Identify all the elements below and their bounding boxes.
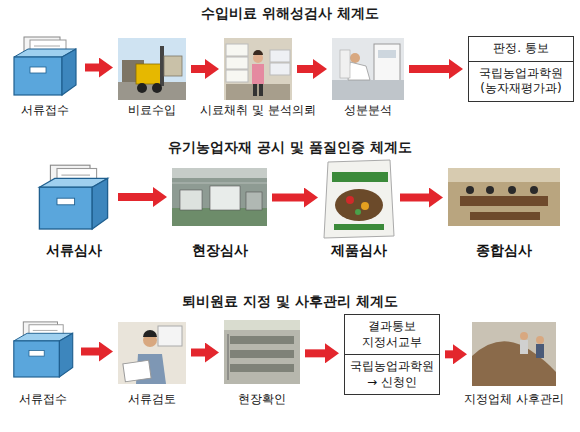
site-photo	[172, 168, 267, 226]
step-caption: 서류검토	[126, 392, 178, 406]
flow-arrow	[297, 65, 313, 73]
box-body: 국립농업과학원 → 신청인	[349, 359, 435, 390]
step-caption: 시료채취 및 분석의뢰	[198, 103, 318, 117]
step-caption: 서류접수	[17, 392, 69, 406]
step-caption: 비료수입	[126, 103, 178, 117]
process-step: 서류접수	[10, 35, 80, 97]
process-step: 현장확인	[224, 320, 300, 384]
process-step: 현장심사	[172, 168, 267, 226]
flow-arrow	[272, 194, 304, 202]
product-bag	[324, 160, 394, 238]
box-heading: 판정. 통보	[469, 41, 573, 62]
section-title: 퇴비원료 지정 및 사후관리 체계도	[0, 293, 580, 310]
flow-arrow	[191, 349, 205, 357]
step-caption: 종합심사	[474, 242, 534, 259]
flow-arrow	[85, 64, 99, 72]
analysis-photo	[332, 38, 404, 100]
step-caption: 제품심사	[329, 242, 389, 259]
step-caption: 성분분석	[342, 103, 394, 117]
process-step: 서류심사	[35, 163, 113, 231]
folder-icon	[14, 37, 76, 95]
process-box: 판정. 통보국립농업과학원 (농자재평가과)	[468, 36, 574, 102]
import-photo	[118, 38, 186, 100]
process-box: 결과통보 지정서교부국립농업과학원 → 신청인	[344, 314, 440, 395]
flow-arrow	[409, 65, 449, 73]
meeting-photo	[448, 168, 560, 226]
step-caption: 지정업체 사후관리	[462, 392, 566, 406]
section-title: 수입비료 위해성검사 체계도	[0, 5, 580, 22]
process-step: 서류검토	[118, 322, 186, 384]
flow-arrow	[305, 349, 325, 357]
step-caption: 현장확인	[236, 392, 288, 406]
flow-arrow	[445, 350, 453, 358]
box-heading: 결과통보 지정서교부	[345, 319, 439, 355]
step-caption: 서류심사	[44, 242, 104, 259]
box-body: 국립농업과학원 (농자재평가과)	[473, 66, 569, 97]
process-step: 서류접수	[10, 320, 76, 380]
process-step: 제품심사	[323, 158, 395, 238]
process-step: 지정업체 사후관리	[472, 322, 556, 386]
folder-icon	[14, 322, 73, 377]
step-caption: 서류접수	[19, 103, 71, 117]
process-step: 비료수입	[118, 38, 186, 100]
sampling-photo	[224, 38, 292, 100]
section-title: 유기농업자재 공시 및 품질인증 체계도	[0, 139, 580, 156]
flow-arrow	[191, 65, 205, 73]
folder-icon	[39, 165, 107, 229]
step-caption: 현장심사	[190, 242, 250, 259]
flow-arrow	[118, 193, 153, 201]
review-photo	[118, 322, 186, 384]
process-step: 종합심사	[448, 168, 560, 226]
flow-arrow	[81, 348, 99, 356]
field-photo	[224, 320, 300, 384]
followup-photo	[472, 322, 556, 386]
flow-arrow	[400, 194, 429, 202]
process-step: 시료채취 및 분석의뢰	[224, 38, 292, 100]
process-step: 성분분석	[332, 38, 404, 100]
